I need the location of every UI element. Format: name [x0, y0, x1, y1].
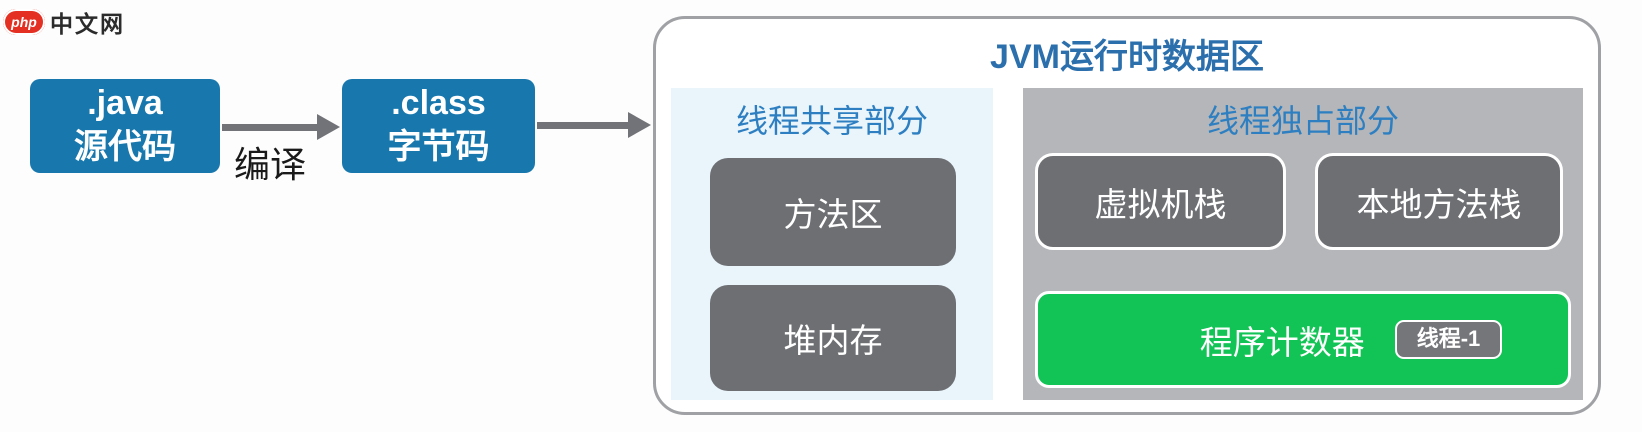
thread-exclusive-panel: 线程独占部分 虚拟机栈 本地方法栈 程序计数器 线程-1 [1023, 88, 1583, 400]
method-area-label: 方法区 [783, 196, 883, 233]
load-arrow-head-icon [628, 112, 651, 138]
native-method-stack-box: 本地方法栈 [1315, 153, 1563, 250]
php-logo-icon: php [3, 9, 45, 35]
heap-memory-box: 堆内存 [710, 285, 956, 391]
java-source-label: 源代码 [74, 128, 176, 166]
php-cn-logo: php 中文网 [3, 5, 125, 39]
vm-stack-label: 虚拟机栈 [1094, 185, 1227, 223]
java-source-box: .java 源代码 [30, 79, 220, 173]
vm-stack-box: 虚拟机栈 [1035, 153, 1286, 250]
logo-text: 中文网 [50, 11, 125, 37]
compile-arrow-head-icon [317, 114, 340, 140]
program-counter-label: 程序计数器 [1199, 323, 1365, 361]
class-bytecode-label: 字节码 [387, 128, 490, 166]
thread-1-badge: 线程-1 [1394, 320, 1503, 359]
method-area-box: 方法区 [710, 158, 956, 266]
native-method-stack-label: 本地方法栈 [1356, 185, 1522, 223]
program-counter-box: 程序计数器 线程-1 [1035, 291, 1571, 388]
thread-exclusive-label: 线程独占部分 [1206, 103, 1399, 139]
program-counter-content: 程序计数器 线程-1 [1200, 316, 1503, 364]
compile-arrow [222, 124, 318, 131]
logo-brand: php [11, 14, 37, 30]
jvm-runtime-data-area: JVM运行时数据区 线程共享部分 方法区 堆内存 线程独占部分 虚拟机栈 本地方… [653, 16, 1601, 415]
compile-label: 编译 [233, 144, 306, 185]
java-source-ext: .java [87, 84, 163, 123]
class-bytecode-box: .class 字节码 [342, 79, 535, 173]
thread-shared-label: 线程共享部分 [735, 103, 928, 139]
load-arrow [537, 122, 629, 129]
heap-memory-label: 堆内存 [783, 322, 883, 359]
jvm-title: JVM运行时数据区 [990, 38, 1264, 76]
thread-shared-panel: 线程共享部分 方法区 堆内存 [671, 88, 993, 400]
class-bytecode-ext: .class [391, 84, 486, 123]
